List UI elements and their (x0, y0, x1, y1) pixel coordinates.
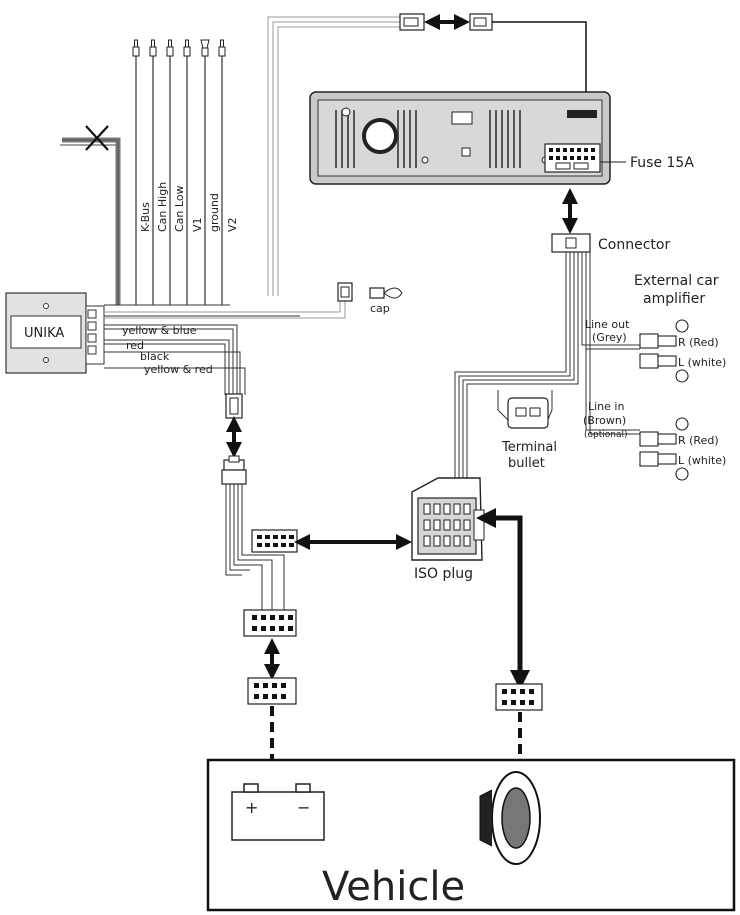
vehicle-label: Vehicle (322, 864, 465, 910)
head-unit-connector (551, 233, 591, 253)
speaker-icon (479, 771, 541, 865)
wire-label-can-low: Can Low (173, 185, 186, 232)
arrow-iso-speaker (476, 508, 530, 690)
wire-yellow-red: yellow & red (144, 363, 213, 376)
wire-label-can-high: Can High (156, 182, 169, 232)
iso-adapter-lower (243, 609, 297, 637)
cap-connector (337, 282, 403, 302)
cap-label: cap (370, 302, 390, 315)
unika-top-wires (104, 304, 300, 317)
rca-r-label-1: R (Red) (678, 336, 719, 349)
line-out-label-2: (Grey) (592, 331, 627, 344)
line-in-label-1: Line in (588, 400, 624, 413)
antenna-cable (104, 16, 400, 319)
wire-label-v1: V1 (191, 217, 204, 232)
head-unit-link-wire (492, 21, 587, 110)
wire-yellow-blue: yellow & blue (122, 324, 197, 337)
terminal-label-1: Terminal (501, 440, 557, 455)
unika-plug (225, 393, 243, 419)
socket-wires (225, 484, 285, 610)
vehicle-power-connector (247, 677, 297, 705)
battery-plus: + (245, 798, 258, 817)
line-in-label-2: (Brown) (583, 414, 626, 427)
iso-plug-label: ISO plug (414, 566, 473, 582)
rca-r-label-2: R (Red) (678, 434, 719, 447)
ext-amp-label-2: amplifier (643, 291, 705, 307)
ext-amp-label-1: External car (634, 273, 719, 289)
iso-plug (411, 477, 485, 561)
terminal-bullet (497, 390, 553, 429)
battery-icon (231, 783, 325, 841)
unika-module (5, 292, 105, 374)
top-connector-right (469, 13, 493, 31)
connector-cables (454, 252, 640, 478)
rca-l-label-1: L (white) (678, 356, 726, 369)
terminal-label-2: bullet (508, 456, 545, 471)
wire-label-v2: V2 (226, 217, 239, 232)
cross-icon (85, 125, 109, 151)
unika-bottom-wires (104, 324, 246, 395)
head-unit (309, 91, 611, 185)
wire-label-kbus: K-Bus (139, 202, 152, 232)
wire-terminals (132, 39, 226, 57)
line-out-label-1: Line out (585, 318, 630, 331)
connector-label: Connector (598, 237, 670, 253)
wire-label-ground: ground (208, 193, 221, 232)
speaker-connector (495, 683, 543, 711)
cut-cable (60, 137, 121, 305)
unika-label: UNIKA (24, 326, 64, 341)
wire-red: red (126, 339, 144, 352)
battery-minus: − (297, 798, 310, 817)
rca-l-label-2: L (white) (678, 454, 726, 467)
line-in-label-3: (optional) (584, 430, 628, 440)
can-wires (135, 55, 223, 305)
unika-socket (221, 455, 247, 485)
fuse-label: Fuse 15A (630, 155, 694, 171)
rca-plugs (639, 319, 689, 481)
wire-black: black (140, 350, 170, 363)
top-connector-left (399, 13, 425, 31)
iso-adapter-upper (251, 529, 298, 553)
